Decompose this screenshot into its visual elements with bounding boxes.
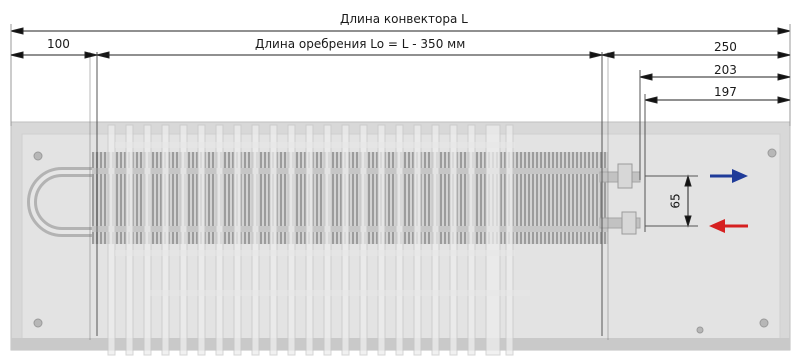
screw-mid-right (696, 326, 704, 334)
right-offset-250-label: 250 (714, 40, 737, 54)
arrow-left-icon (709, 219, 748, 233)
screw-bottom-left (33, 318, 43, 328)
arrow-right-icon (710, 169, 748, 183)
grille-crossbar-3 (150, 290, 530, 296)
corner-screws (33, 148, 777, 334)
pipe-fitting-lower (621, 211, 637, 235)
right-offset-203-label: 203 (714, 63, 737, 77)
screw-top-right (767, 148, 777, 158)
right-offset-197-label: 197 (714, 85, 737, 99)
convector-length-label: Длина конвектора L (340, 12, 468, 26)
grille-bars (107, 124, 514, 356)
screw-top-left (33, 151, 43, 161)
pipe-fitting-upper (617, 163, 633, 189)
fin-length-label: Длина оребрения Lo = L - 350 мм (255, 37, 466, 51)
grille-crossbar-2 (115, 250, 515, 256)
screw-bottom-right (759, 318, 769, 328)
dimension-lines (10, 24, 791, 232)
grille-crossbar-1 (115, 142, 515, 148)
pipe-spacing-label: 65 (668, 193, 683, 209)
left-offset-label: 100 (47, 37, 70, 51)
pipe-lower (599, 217, 641, 229)
